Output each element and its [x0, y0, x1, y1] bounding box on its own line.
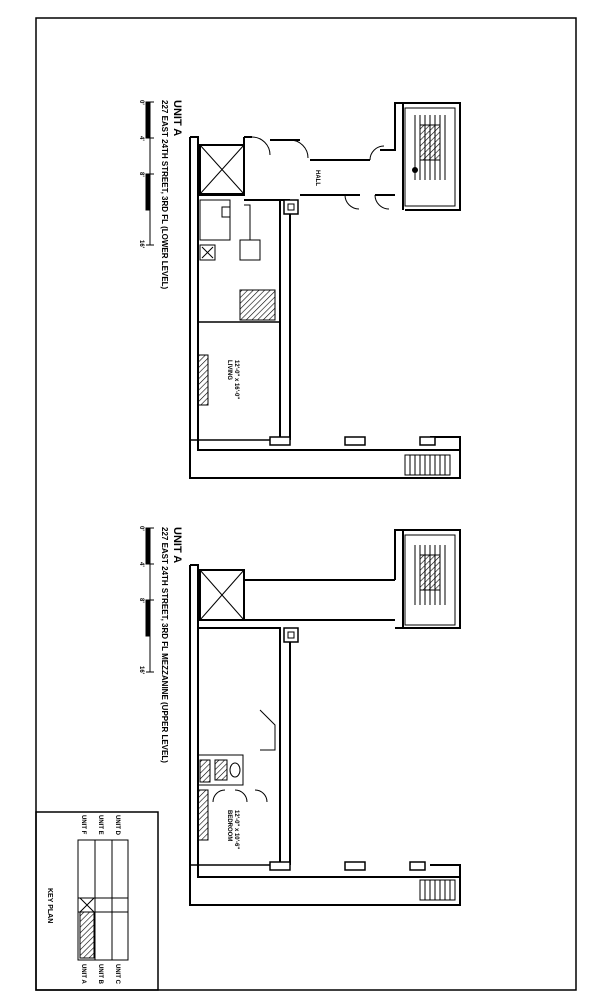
upper-building-outline — [189, 102, 461, 479]
lower-scale-bar — [145, 527, 154, 673]
upper-scale-0: 0' — [138, 100, 144, 105]
upper-scale-16: 16' — [138, 240, 144, 249]
upper-hall-label: HALL — [314, 170, 320, 186]
lower-column — [283, 627, 299, 643]
lower-exterior-stair — [419, 879, 456, 901]
lower-bedroom-dim: 12'-0" x 10'-6" — [233, 810, 239, 849]
lower-building-outline — [189, 529, 461, 906]
key-plan-unit-a: UNIT A — [80, 964, 86, 984]
key-plan-diagram — [77, 839, 129, 961]
upper-kitchen — [199, 199, 276, 321]
upper-corridor-doors — [251, 136, 390, 210]
upper-stair — [404, 107, 456, 207]
lower-stair — [404, 534, 456, 626]
lower-bath — [197, 709, 276, 803]
upper-scale-4: 4' — [138, 136, 144, 141]
lower-scale-4: 4' — [138, 562, 144, 567]
lower-plan: BEDROOM 12'-0" x 10'-6" UNIT A 227 EAST … — [138, 526, 461, 906]
upper-scale-8: 8' — [138, 172, 144, 177]
key-plan-unit-c: UNIT C — [114, 964, 120, 985]
lower-scale-16: 16' — [138, 666, 144, 675]
upper-unit-title: UNIT A — [171, 100, 183, 136]
upper-exterior-stair — [404, 454, 451, 476]
lower-scale-0: 0' — [138, 526, 144, 531]
upper-living — [190, 321, 436, 446]
lower-unit-title: UNIT A — [171, 527, 183, 563]
lower-scale-8: 8' — [138, 598, 144, 603]
key-plan-unit-f: UNIT F — [80, 815, 86, 835]
upper-plan: HALL LIVING 12'-0" x 16'-0" UNIT A 227 E… — [138, 100, 461, 479]
key-plan-unit-d: UNIT D — [114, 815, 120, 836]
upper-living-label: LIVING — [226, 360, 232, 380]
upper-caption: 227 EAST 24TH STREET, 3RD FL (LOWER LEVE… — [160, 100, 169, 290]
key-plan: UNIT F UNIT E UNIT D UNIT A UNIT B UNIT … — [35, 811, 159, 991]
upper-living-dim: 12'-0" x 16'-0" — [233, 360, 239, 399]
key-plan-unit-b: UNIT B — [97, 964, 103, 985]
lower-bedroom-label: BEDROOM — [226, 810, 232, 841]
sheet-border — [35, 17, 577, 991]
key-plan-unit-e: UNIT E — [97, 815, 103, 835]
key-plan-title: KEY PLAN — [46, 888, 53, 923]
lower-caption: 227 EAST 24TH STREET, 3RD FL MEZZANINE (… — [160, 527, 169, 763]
upper-scale-bar — [145, 101, 154, 246]
lower-bedroom — [190, 789, 426, 871]
upper-column — [283, 199, 299, 215]
key-plan-frame — [35, 811, 159, 991]
